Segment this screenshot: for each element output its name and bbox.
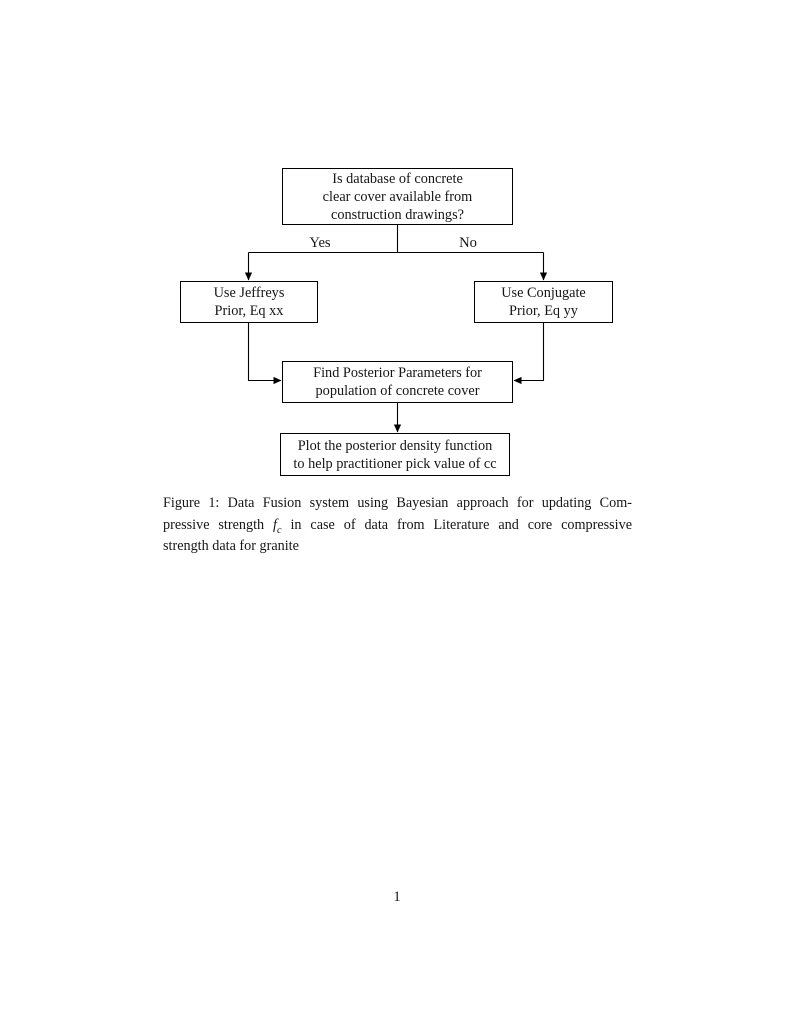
edge-jeffreys-to-posterior [247, 323, 282, 385]
jeffreys-prior-box-line: Prior, Eq xx [214, 303, 284, 319]
conjugate-prior-box: Use Conjugate Prior, Eq yy [474, 281, 613, 323]
figure-caption: Figure 1: Data Fusion system using Bayes… [163, 493, 632, 558]
figure-caption-text: pressive strength [163, 516, 274, 533]
decision-box-line: clear cover available from [322, 188, 473, 205]
decision-box: Is database of concrete clear cover avai… [282, 168, 513, 225]
figure-caption-text: in case of data from Literature and core… [281, 516, 632, 533]
plot-density-box-line: Plot the posterior density function [297, 437, 493, 454]
plot-density-box-line: to help practitioner pick value of cc [293, 455, 497, 472]
jeffreys-prior-box-line: Use Jeffreys [213, 285, 285, 301]
plot-density-box: Plot the posterior density function to h… [280, 433, 510, 476]
math-fc-subscript: c [276, 524, 282, 536]
figure-caption-line: strength data for granite [163, 538, 299, 555]
conjugate-prior-box-line: Use Conjugate [501, 285, 586, 301]
posterior-parameters-box: Find Posterior Parameters for population… [282, 361, 513, 403]
math-fc-symbol: f [273, 516, 277, 533]
yes-branch-label: Yes [292, 234, 348, 252]
conjugate-prior-box-line: Prior, Eq yy [509, 303, 578, 319]
jeffreys-prior-box: Use Jeffreys Prior, Eq xx [180, 281, 318, 323]
figure-caption-line: Figure 1: Data Fusion system using Bayes… [163, 495, 632, 511]
decision-box-line: construction drawings? [330, 206, 464, 223]
posterior-parameters-box-line: population of concrete cover [315, 383, 480, 399]
posterior-parameters-box-line: Find Posterior Parameters for [313, 365, 482, 381]
decision-box-line: Is database of concrete [332, 170, 463, 187]
figure-caption-line: pressive strength fc in case of data fro… [163, 515, 632, 537]
page-number: 1 [393, 889, 401, 905]
no-branch-label: No [440, 234, 496, 252]
edge-conjugate-to-posterior [513, 323, 545, 385]
